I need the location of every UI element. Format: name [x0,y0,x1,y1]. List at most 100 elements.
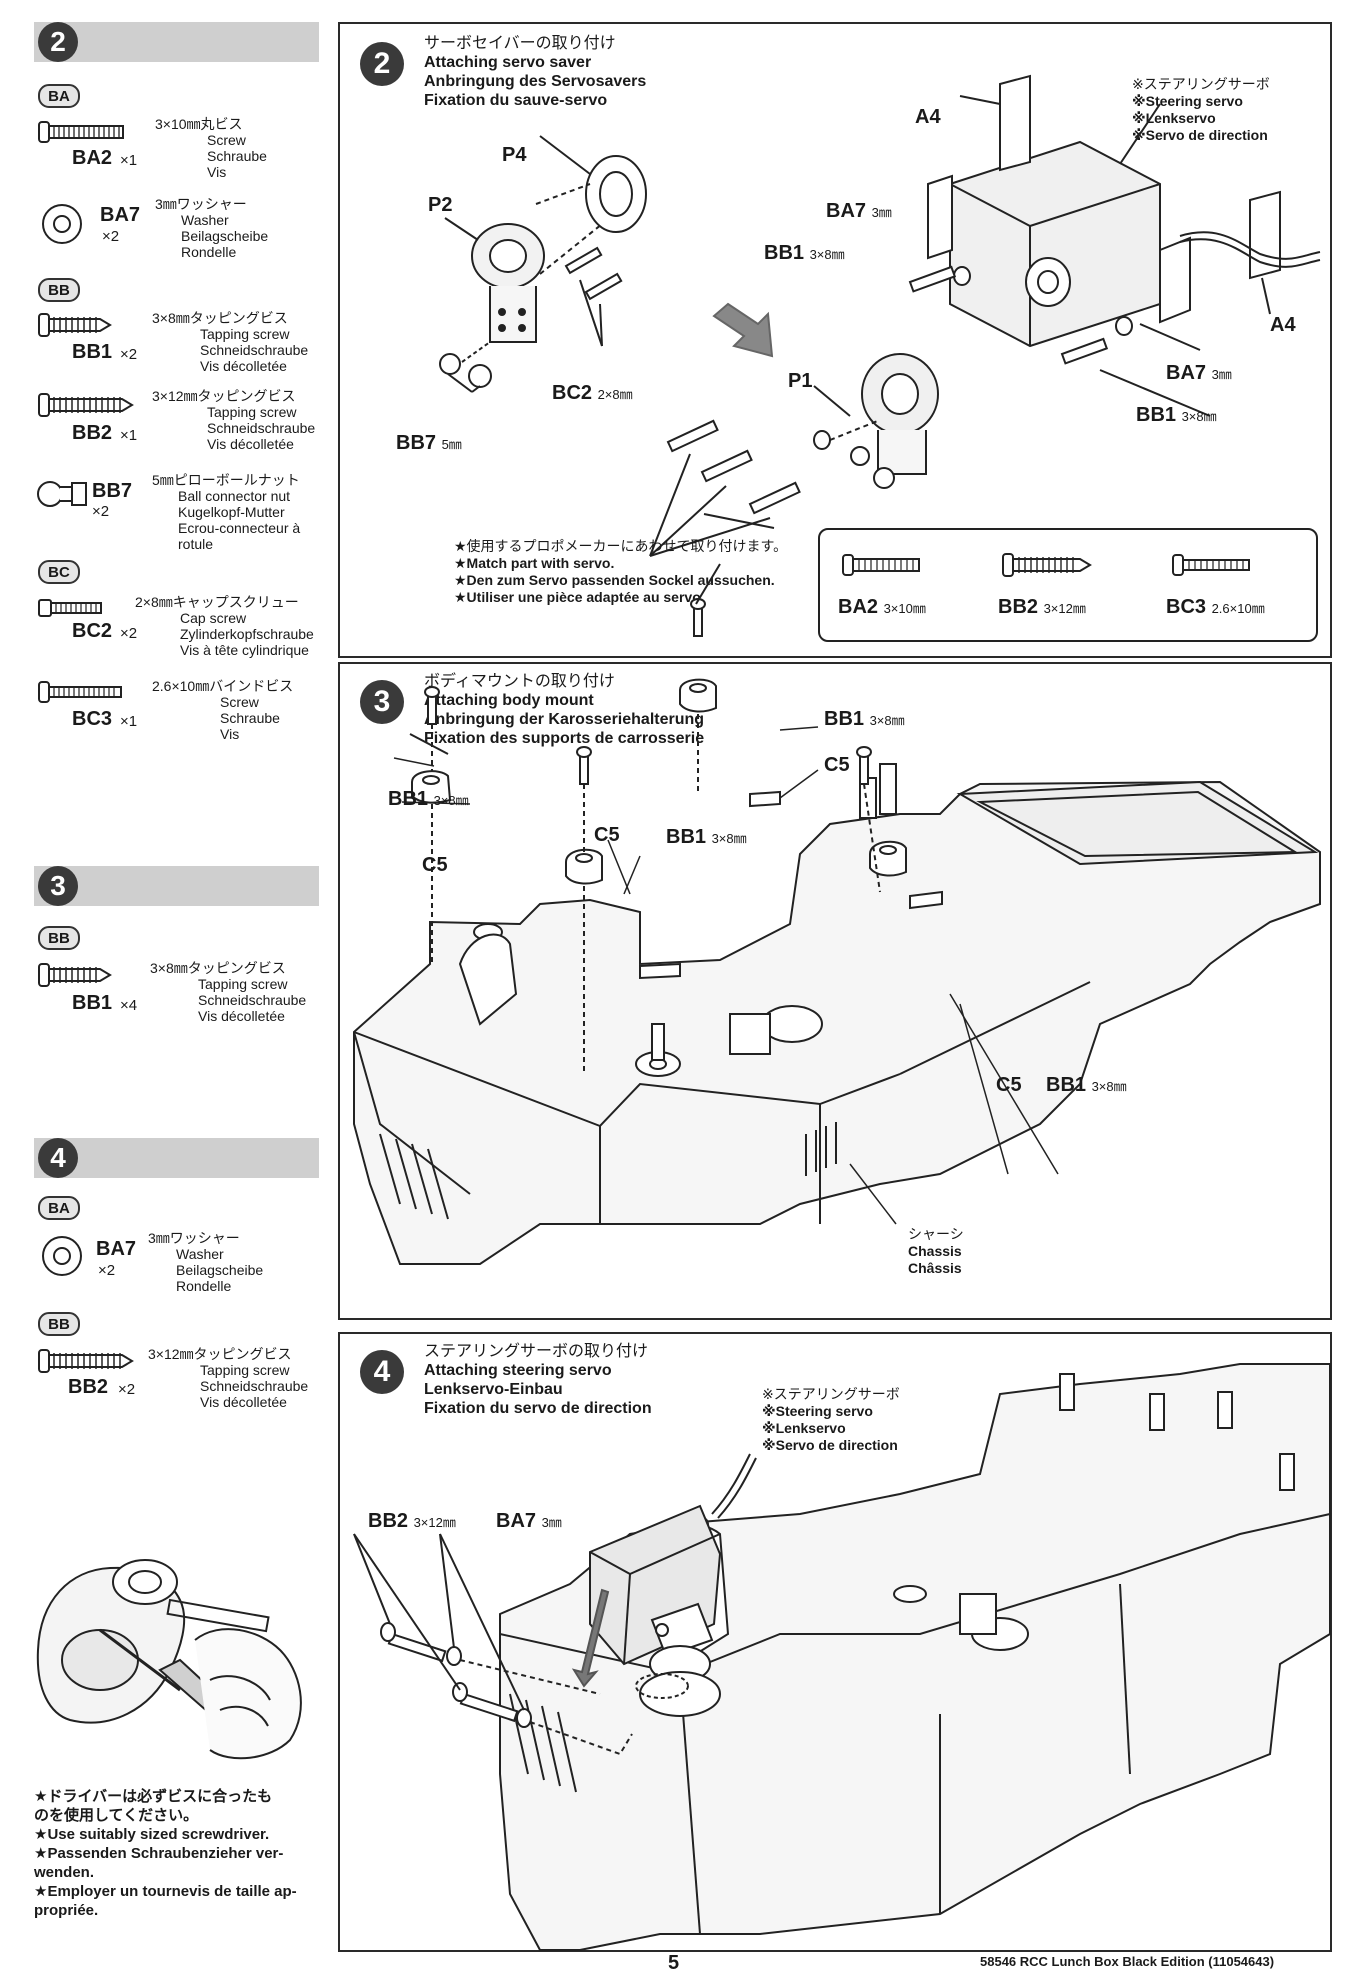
screw-bb2-icon [38,1349,134,1373]
screw-bb1-icon [38,963,112,987]
part-code-bb1: BB1 [72,341,113,363]
bag-bb-badge: BB [38,926,80,950]
part-qty-ba7: ×2 [102,228,120,245]
product-footer: 58546 RCC Lunch Box Black Edition (11054… [980,1954,1275,1969]
label-c5-mid: C5 [594,824,620,846]
screw-bb1-icon [38,313,112,337]
servo-match-note: ★使用するプロポメーカーにあわせて取り付けます。 ★Match part wit… [454,538,788,605]
body-mount-drawing [353,513,1321,1265]
part-code-ba7: BA7 [96,1238,137,1260]
ball-nut-bb7-icon [37,481,87,507]
part-desc-bc3: 2.6×10㎜バインドビス Screw Schraube Vis [152,678,294,742]
part-qty-bb2: ×2 [118,1381,136,1398]
label-ba7-lower: BA7 3㎜ [1166,362,1232,384]
bag-bc-badge: BC [38,560,80,584]
part-code-ba7: BA7 [100,204,141,226]
label-a4-top: A4 [915,106,941,128]
part-desc-bb1: 3×8㎜タッピングビス Tapping screw Schneidschraub… [150,960,307,1024]
label-p2: P2 [428,194,453,216]
step-4-number: 4 [38,1138,78,1178]
part-code-bb2: BB2 [68,1376,109,1398]
part-qty-ba2: ×1 [120,152,138,169]
label-bb1-top: BB1 3×8㎜ [824,708,905,730]
servo-note: ※ステアリングサーボ ※Steering servo ※Lenkservo ※S… [762,1386,900,1453]
screwdriver-tip: ★ドライバーは必ずビスに合ったも のを使用してください。 ★Use suitab… [34,1788,297,1919]
screw-bc3-icon [1172,554,1250,576]
part-qty-bc3: ×1 [120,713,138,730]
bag-bb-badge: BB [38,278,80,302]
screw-bc3-icon [38,681,122,703]
part-qty-bb1: ×2 [120,346,138,363]
screw-bc2-icon [38,599,102,617]
label-bc2: BC2 2×8㎜ [552,382,633,404]
part-qty-ba7: ×2 [98,1262,116,1279]
part-desc-bc2: 2×8㎜キャップスクリュー Cap screw Zylinderkopfschr… [135,594,314,658]
part-qty-bb2: ×1 [120,427,138,444]
label-p1: P1 [788,370,813,392]
part-desc-bb1: 3×8㎜タッピングビス Tapping screw Schneidschraub… [152,310,309,374]
label-bb1-right: BB1 3×8㎜ [1046,1074,1127,1096]
label-a4-right: A4 [1270,314,1296,336]
label-ba7: BA7 3㎜ [496,1510,562,1532]
bag-bb-badge: BB [38,1312,80,1336]
part-code-bc2: BC2 [72,620,113,642]
option-bb2-label: BB2 3×12㎜ [998,596,1086,618]
panel-3-title: ボディマウントの取り付け Attaching body mount Anbrin… [424,673,705,747]
screw-ba2-icon [842,554,920,576]
label-p4: P4 [502,144,527,166]
label-c5-right: C5 [996,1074,1022,1096]
label-bb1-lower: BB1 3×8㎜ [1136,404,1217,426]
screw-bb2-icon [38,393,134,417]
page-number: 5 [668,1952,680,1974]
panel-4-title: ステアリングサーボの取り付け Attaching steering servo … [424,1343,652,1417]
screw-ba2-icon [38,121,124,143]
step-3-number: 3 [38,866,78,906]
part-qty-bb1: ×4 [120,997,138,1014]
panel-2-title: サーボセイバーの取り付け Attaching servo saver Anbri… [424,35,647,109]
servo-saver-drawing [439,74,1321,557]
part-code-bb1: BB1 [72,992,113,1014]
screw-bb2-icon [1002,553,1092,577]
part-desc-ba7: 3㎜ワッシャー Washer Beilagscheibe Rondelle [148,1230,264,1294]
servo-note: ※ステアリングサーボ ※Steering servo ※Lenkservo ※S… [1132,76,1270,143]
part-qty-bc2: ×2 [120,625,138,642]
panel-4-number: 4 [360,1350,404,1394]
panel-step-2: 2 サーボセイバーの取り付け Attaching servo saver Anb… [338,22,1332,658]
step-3-header-bar [34,866,319,906]
steering-servo-drawing [353,1363,1331,1951]
part-code-bb7: BB7 [92,480,133,502]
panel-2-number: 2 [360,42,404,86]
part-code-ba2: BA2 [72,147,113,169]
step-2-header-bar [34,22,319,62]
chassis-label: シャーシ Chassis Châssis [908,1226,964,1276]
panel-step-3: 3 ボディマウントの取り付け Attaching body mount Anbr… [338,513,1332,1320]
part-desc-ba2: 3×10㎜丸ビス Screw Schraube Vis [155,116,267,180]
label-bb1-mid: BB1 3×8㎜ [666,826,747,848]
part-desc-bb7: 5㎜ピローボールナット Ball connector nut Kugelkopf… [152,472,301,552]
part-desc-bb2: 3×12㎜タッピングビス Tapping screw Schneidschrau… [148,1346,309,1410]
servo-screw-options-box: BA2 3×10㎜ BB2 3×12㎜ BC3 2.6×10㎜ [818,528,1318,642]
label-bb1-left: BB1 3×8㎜ [388,788,469,810]
screwdriver-illustration [36,1559,302,1760]
panel-step-4: 4 ステアリングサーボの取り付け Attaching steering serv… [338,1332,1332,1952]
step-4-header-bar [34,1138,319,1178]
option-bc3-label: BC3 2.6×10㎜ [1166,596,1265,618]
part-qty-bb7: ×2 [92,503,110,520]
label-c5-left: C5 [422,854,448,876]
part-code-bb2: BB2 [72,422,113,444]
washer-ba7-icon [42,204,82,244]
label-c5-top: C5 [824,754,850,776]
label-bb7: BB7 5㎜ [396,432,462,454]
step-2-number: 2 [38,22,78,62]
option-ba2-label: BA2 3×10㎜ [838,596,926,618]
part-desc-ba7: 3㎜ワッシャー Washer Beilagscheibe Rondelle [155,196,269,260]
washer-ba7-icon [42,1236,82,1276]
label-bb2: BB2 3×12㎜ [368,1510,456,1532]
panel-3-number: 3 [360,680,404,724]
label-bb1-upper: BB1 3×8㎜ [764,242,845,264]
part-desc-bb2: 3×12㎜タッピングビス Tapping screw Schneidschrau… [152,388,316,452]
part-code-bc3: BC3 [72,708,113,730]
bag-ba-badge: BA [38,1196,80,1220]
body-mount-leaders [393,726,1059,1225]
label-ba7-upper: BA7 3㎜ [826,200,892,222]
